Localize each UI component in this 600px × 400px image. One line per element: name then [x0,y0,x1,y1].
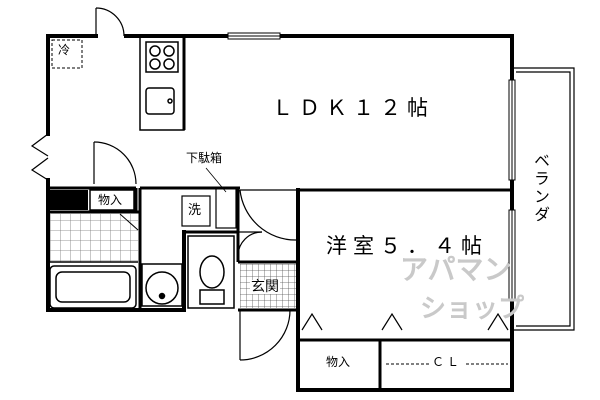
veranda-label: ベランダ [531,152,550,224]
entrance-label: 玄関 [250,279,280,295]
storage-box [89,189,135,211]
storage-upper-label: 物入 [98,193,123,207]
washer-label: 洗 [188,203,202,218]
ldk-label: ＬＤＫ１２帖 [272,96,434,120]
wash-basin [141,263,183,307]
shoe-box [215,187,237,229]
storage-wall-block [48,190,88,210]
veranda [512,67,575,331]
interior-walls [48,36,512,390]
washer-area [181,195,211,227]
closet-doors [301,312,509,331]
watermark-main: アパマン [400,253,512,286]
top-door [95,7,125,37]
watermark-sub: ショップ [420,294,525,324]
shoe-box-label: 下駄箱 [186,151,223,165]
bathtub [49,265,137,309]
left-doors [30,133,49,181]
toilet [187,235,235,309]
closet-label: ＣＬ [430,355,465,369]
storage-lower-label: 物入 [326,355,351,369]
western-room-label: 洋室５．４帖 [326,234,488,258]
bathroom-floor [50,214,138,262]
interior-doors [93,141,297,361]
fridge-label: 冷 [58,43,71,57]
fridge-space [51,39,83,69]
windows [227,32,516,301]
kitchen-counter [139,35,185,131]
